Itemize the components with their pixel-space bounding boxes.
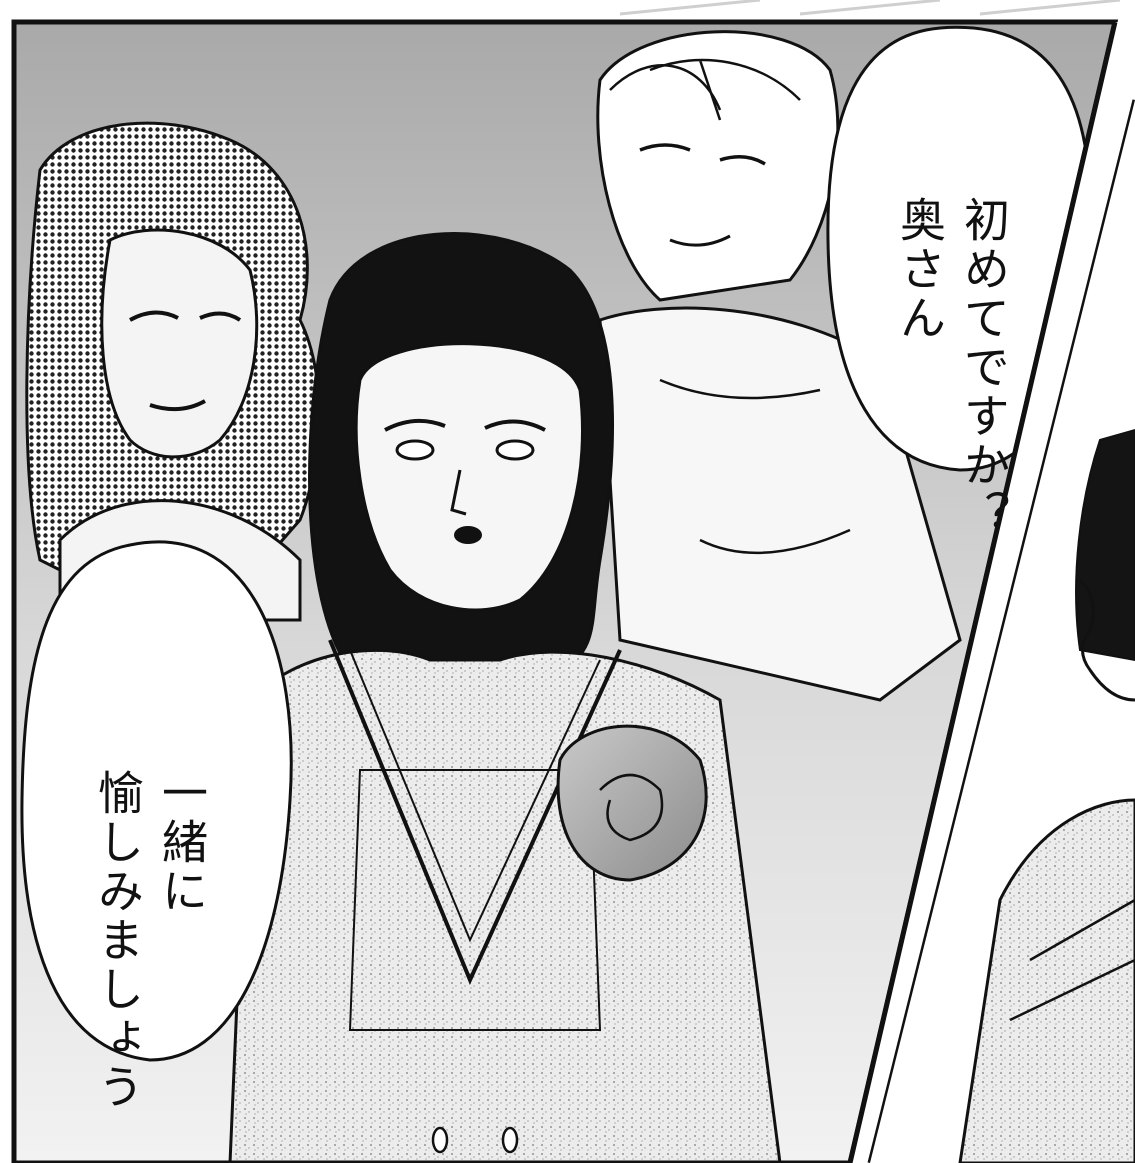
right-speech-balloon xyxy=(826,25,1092,472)
left-balloon-line-1: 一緒に xyxy=(155,769,209,916)
left-balloon-line-2: 愉しみましょう xyxy=(91,769,145,1112)
right-balloon-line-2: 奥さん xyxy=(893,196,947,343)
right-balloon-text: 初めてですか？ 奥さん xyxy=(888,82,1080,539)
left-balloon-text: 一緒に 愉しみましょう xyxy=(86,655,278,1112)
left-speech-balloon xyxy=(20,540,293,1062)
right-balloon-line-1: 初めてですか？ xyxy=(957,196,1011,539)
adjacent-panel xyxy=(870,100,1135,1163)
main-panel xyxy=(11,19,1119,1163)
central-woman xyxy=(228,232,782,1163)
rose-corsage xyxy=(556,724,708,882)
